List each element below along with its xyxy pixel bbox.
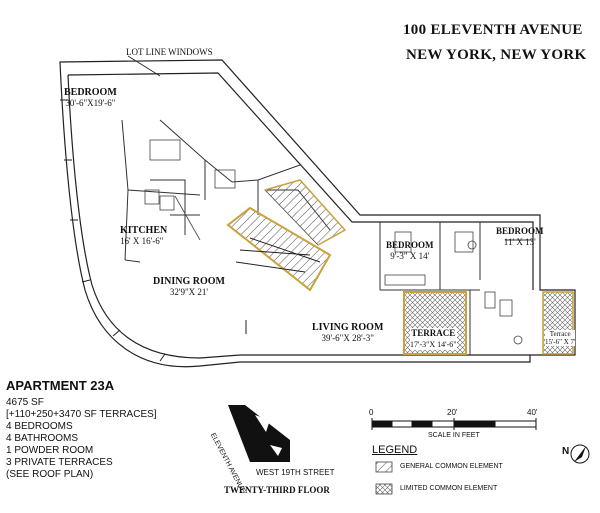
keyplan-west-19th: WEST 19TH STREET bbox=[256, 468, 335, 477]
room-bedroom-2: BEDROOM 9'-3" X 14' bbox=[386, 240, 434, 262]
north-arrow-icon bbox=[570, 444, 590, 464]
scale-tick-20: 20' bbox=[447, 408, 458, 417]
legend-swatch-general bbox=[375, 461, 393, 473]
room-name: BEDROOM bbox=[64, 87, 117, 98]
scale-label: SCALE IN FEET bbox=[428, 432, 480, 439]
legend-general-label: GENERAL COMMON ELEMENT bbox=[400, 463, 503, 470]
room-terrace-1: TERRACE 17'-3"X 14'-6" bbox=[410, 328, 457, 350]
room-name: Terrace bbox=[549, 330, 571, 338]
room-kitchen: KITCHEN 16' X 16'-6" bbox=[120, 225, 167, 247]
apartment-bathrooms: 4 BATHROOMS bbox=[6, 433, 79, 444]
lot-line-leader bbox=[127, 55, 161, 77]
exterior-walls bbox=[59, 59, 576, 368]
room-name: LIVING ROOM bbox=[312, 322, 384, 333]
room-dims: 16' X 16'-6" bbox=[120, 236, 164, 246]
scale-bar-graphic bbox=[371, 418, 537, 430]
room-name: TERRACE bbox=[411, 328, 456, 338]
scale-tick-40: 40' bbox=[527, 408, 538, 417]
room-name: DINING ROOM bbox=[153, 276, 225, 287]
apartment-private-terraces: 3 PRIVATE TERRACES bbox=[6, 457, 113, 468]
lot-line-windows-label: LOT LINE WINDOWS bbox=[126, 47, 213, 57]
room-dims: 9'-3" X 14' bbox=[390, 251, 430, 261]
room-living: LIVING ROOM 39'-6"X 28'-3" bbox=[312, 322, 383, 344]
room-dims: 30'-6"X19'-6" bbox=[65, 98, 116, 108]
north-label: N bbox=[562, 446, 570, 457]
room-dims: 39'-6"X 28'-3" bbox=[321, 333, 374, 343]
fixtures bbox=[144, 139, 523, 345]
legend-limited-label: LIMITED COMMON ELEMENT bbox=[400, 485, 498, 492]
room-dims: 11' X 13' bbox=[503, 237, 536, 247]
room-dims: 17'-3"X 14'-6" bbox=[410, 340, 457, 349]
room-name: BEDROOM bbox=[496, 226, 544, 236]
legend-swatch-limited bbox=[375, 483, 393, 495]
room-dining: DINING ROOM 32'9"X 21' bbox=[153, 276, 225, 298]
apartment-powder: 1 POWDER ROOM bbox=[6, 445, 94, 456]
apartment-terraces: [+110+250+3470 SF TERRACES] bbox=[6, 409, 157, 420]
apartment-area: 4675 SF bbox=[6, 397, 44, 408]
core-hatched-area bbox=[226, 179, 347, 292]
key-plan-shape bbox=[228, 405, 290, 462]
window-marks bbox=[60, 99, 247, 362]
address-line-2: NEW YORK, NEW YORK bbox=[406, 47, 587, 63]
room-bedroom-3: BEDROOM 11' X 13' bbox=[496, 226, 544, 248]
room-name: BEDROOM bbox=[386, 240, 434, 250]
room-terrace-2: Terrace 15'-6" X 7' bbox=[545, 330, 576, 346]
apartment-title: APARTMENT 23A bbox=[6, 378, 115, 393]
room-bedroom-main: BEDROOM 30'-6"X19'-6" bbox=[64, 87, 117, 109]
address-line-1: 100 ELEVENTH AVENUE bbox=[403, 22, 583, 38]
apartment-see-roof: (SEE ROOF PLAN) bbox=[6, 469, 94, 480]
apartment-bedrooms: 4 BEDROOMS bbox=[6, 421, 73, 432]
keyplan-floor: TWENTY-THIRD FLOOR bbox=[224, 485, 330, 495]
legend-title: LEGEND bbox=[372, 444, 418, 456]
room-name: KITCHEN bbox=[120, 225, 168, 236]
scale-tick-0: 0 bbox=[369, 408, 374, 417]
room-dims: 32'9"X 21' bbox=[169, 287, 209, 297]
room-dims: 15'-6" X 7' bbox=[545, 338, 576, 346]
